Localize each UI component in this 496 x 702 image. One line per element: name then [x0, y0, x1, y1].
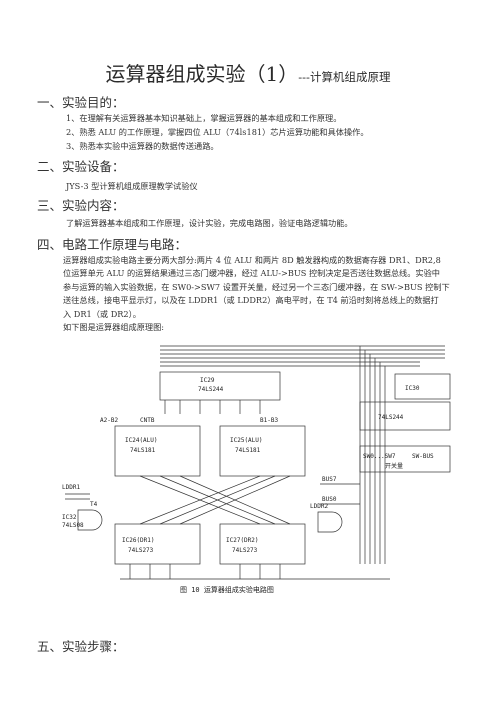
section-heading-content: 三、实验内容：: [37, 198, 125, 213]
section-heading-equipment: 二、实验设备：: [37, 159, 125, 174]
ic32-label: IC32: [62, 514, 77, 521]
bus7-label: BUS7: [322, 476, 337, 483]
t4-label: T4: [90, 501, 98, 508]
principle-line: 送往总线，接电平显示灯，以及在 LDDR1（或 LDDR2）高电平时，在 T4 …: [63, 295, 439, 306]
sw-label: SW0...SW7: [363, 453, 396, 460]
bus0-label: BUS0: [322, 496, 337, 503]
purpose-item: 1、在理解有关运算器基本知识基础上，掌握运算器的基本组成和工作原理。: [66, 113, 342, 123]
cntb-label: CNTB: [140, 417, 155, 424]
ic25-part: 74LS181: [235, 447, 261, 454]
figure-intro: 如下图是运算器组成原理图:: [63, 322, 165, 332]
principle-line: 位运算单元 ALU 的运算结果通过三态门缓冲器，经过 ALU->BUS 控制决定…: [63, 268, 440, 279]
title-main: 运算器组成实验（1）: [105, 62, 299, 86]
ic26-part: 74LS273: [128, 547, 154, 554]
purpose-item: 2、熟悉 ALU 的工作原理，掌握四位 ALU（74ls181）芯片运算功能和具…: [66, 127, 369, 137]
b1-b3-label: B1-B3: [260, 417, 278, 424]
ic29-label: IC29: [200, 377, 215, 384]
lddr2-label: LDDR2: [310, 503, 328, 510]
principle-line: 参与运算的输入实验数据，在 SW0->SW7 设置开关量，经过另一个三态门缓冲器…: [63, 281, 450, 292]
ic30-label: IC30: [405, 385, 420, 392]
content-text: 了解运算器基本组成和工作原理，设计实验，完成电路图，验证电路逻辑功能。: [66, 218, 353, 228]
ic30-part: 74LS244: [378, 414, 404, 421]
ic32-part: 74LS08: [62, 522, 84, 529]
figure-caption: 图 10 运算器组成实验电路图: [180, 585, 274, 594]
ic27-label: IC27(DR2): [226, 537, 259, 544]
switch-label: 开关量: [385, 462, 403, 470]
a2-b2-label: A2-B2: [100, 417, 118, 424]
section-heading-steps: 五、实验步骤：: [37, 639, 125, 654]
ic24-part: 74LS181: [130, 447, 156, 454]
title-subtitle: ---计算机组成原理: [298, 70, 391, 84]
sw-bus-label: SW-BUS: [412, 453, 434, 460]
ic24-label: IC24(ALU): [125, 437, 158, 444]
ic27-part: 74LS273: [232, 547, 258, 554]
principle-line: 运算器组成实验电路主要分两大部分:两片 4 位 ALU 和两片 8D 触发器构成…: [63, 255, 441, 265]
principle-line: 入 DR1（或 DR2）。: [63, 308, 141, 319]
section-heading-purpose: 一、实验目的：: [37, 95, 125, 110]
principle-paragraph: 运算器组成实验电路主要分两大部分:两片 4 位 ALU 和两片 8D 触发器构成…: [63, 254, 463, 321]
page-title: 运算器组成实验（1）---计算机组成原理: [0, 58, 496, 87]
ic26-label: IC26(DR1): [122, 537, 155, 544]
section-heading-principle: 四、电路工作原理与电路：: [37, 237, 188, 252]
alu-circuit-diagram: IC29 74LS244 IC24(ALU) 74LS181 IC25(ALU)…: [62, 345, 451, 594]
ic25-label: IC25(ALU): [230, 437, 263, 444]
equipment-text: JYS-3 型计算机组成原理教学试验仪: [66, 181, 198, 191]
purpose-item: 3、熟悉本实验中运算器的数据传送通路。: [66, 141, 219, 151]
ic29-part: 74LS244: [198, 386, 224, 393]
lddr1-label: LDDR1: [62, 484, 80, 491]
